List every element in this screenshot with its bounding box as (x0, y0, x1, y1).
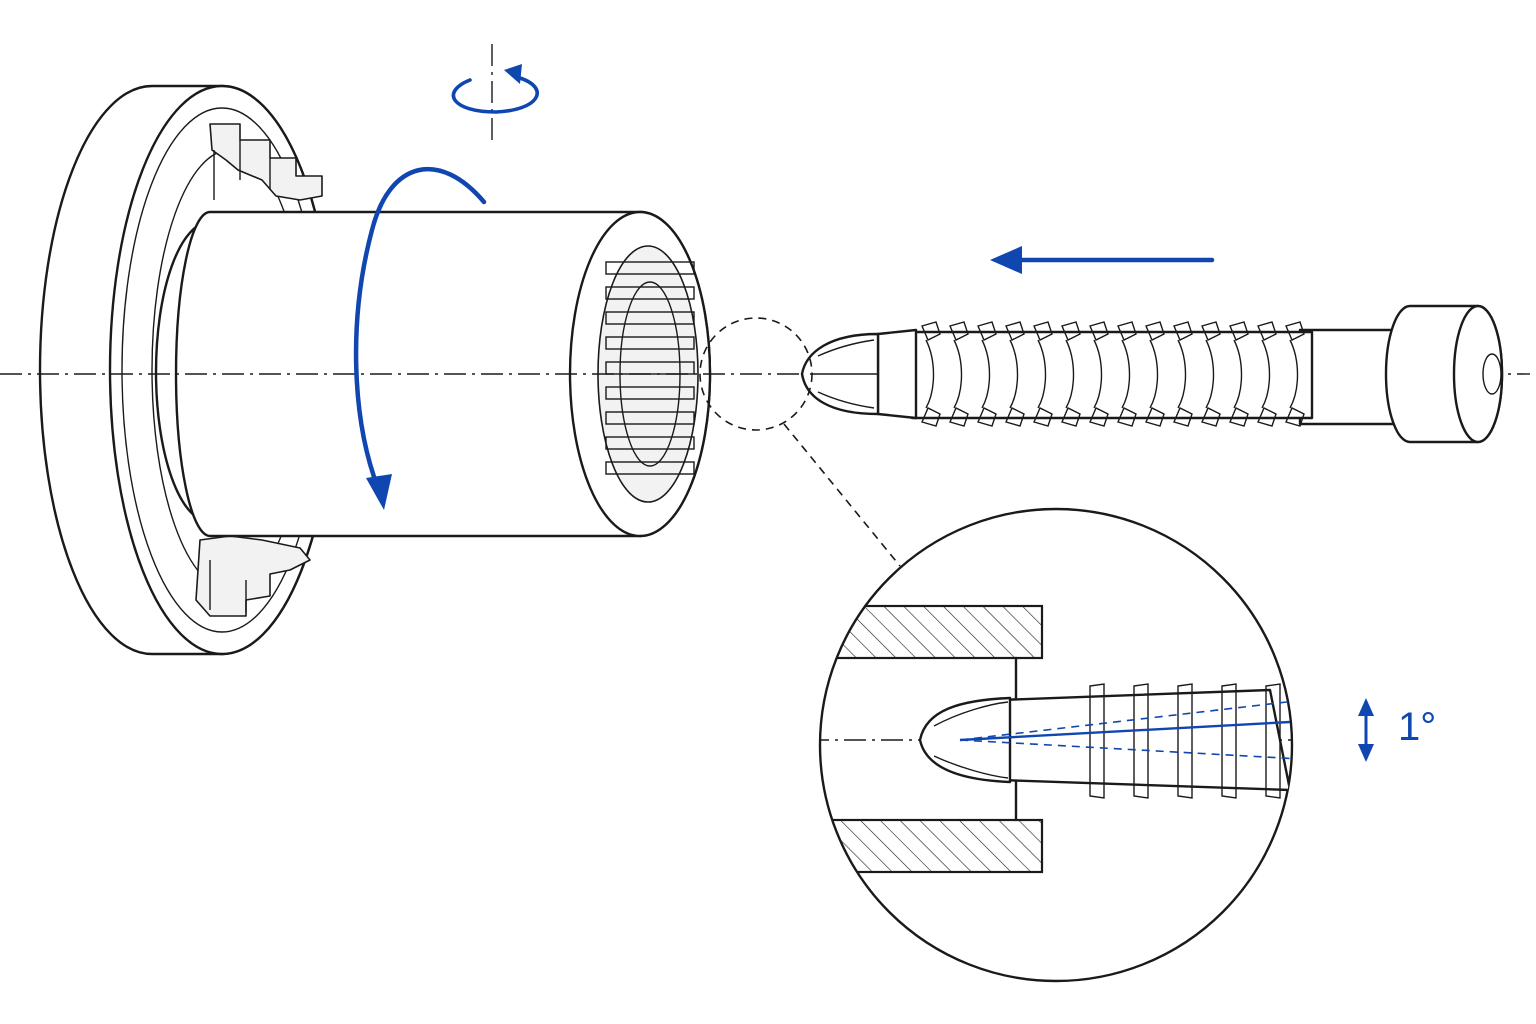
thread-ridge (1117, 321, 1137, 427)
spline-tooth (605, 411, 695, 425)
thread-ridge (1061, 321, 1081, 427)
feed-direction-arrow (990, 246, 1215, 274)
detail-marker-circle (699, 317, 813, 431)
rotation-arrow (353, 166, 487, 510)
angle-dimension-arrow (1358, 698, 1374, 762)
spline-tooth (605, 336, 695, 350)
thread-ridge (1201, 321, 1221, 427)
thread-ridge (1173, 321, 1193, 427)
detail-thread-ridge (1221, 683, 1237, 799)
tilt-axis-line (959, 720, 1291, 742)
detail-thread-ridge (1265, 683, 1281, 799)
thread-ridge (1033, 321, 1053, 427)
detail-thread-ridge (1133, 683, 1149, 799)
tilt-ref-lower (959, 739, 1292, 765)
thread-ridge (1145, 321, 1165, 427)
thread-ridge (1005, 321, 1025, 427)
sectioned-wall-bottom (820, 818, 1044, 874)
thread-ridge (977, 321, 997, 427)
spline-tooth (605, 311, 695, 325)
spline-tooth (605, 461, 695, 475)
spline-tooth (605, 436, 695, 450)
spline-tooth (605, 386, 695, 400)
chuck-jaw-top (209, 123, 323, 201)
detail-thread-ridge (1089, 683, 1105, 799)
thread-ridge (921, 321, 941, 427)
chuck-jaw-bottom (195, 535, 311, 617)
thread-ridge (949, 321, 969, 427)
spline-tooth (605, 286, 695, 300)
thread-ridge (1285, 321, 1305, 427)
tilt-ref-upper (959, 689, 1292, 741)
detail-leader-line (783, 423, 901, 567)
spin-axis-symbol (451, 44, 539, 142)
threaded-bit (800, 304, 1504, 444)
thread-ridge (1257, 321, 1277, 427)
detail-view: 1° (818, 507, 1436, 983)
detail-thread-ridges (1089, 683, 1281, 799)
thread-ridges (921, 321, 1305, 427)
thread-ridge (1229, 321, 1249, 427)
spline-tooth (605, 261, 695, 275)
sectioned-wall-top (820, 604, 1044, 660)
detail-thread-ridge (1177, 683, 1193, 799)
internal-splines (605, 261, 695, 475)
tilt-angle-label: 1° (1398, 705, 1436, 749)
thread-ridge (1089, 321, 1109, 427)
